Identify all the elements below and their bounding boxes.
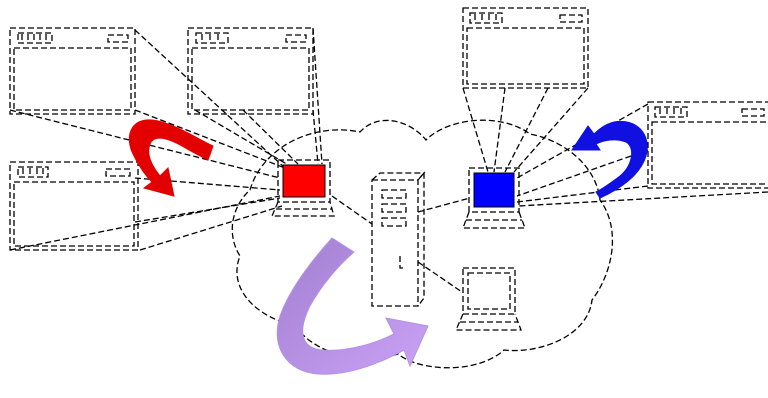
laptop-plain [455,267,522,331]
connection-lines-red [9,27,323,251]
laptop-blue [462,167,526,229]
window-top-right [462,7,589,89]
lan-links [331,195,471,293]
arrow-blue [571,120,648,199]
arrow-red [129,119,214,197]
window-top-left [9,27,136,115]
blue-screen [473,172,515,208]
server-tower [371,171,426,307]
red-screen [282,164,326,198]
window-right [647,101,768,189]
arrow-purple [276,237,429,375]
laptop-red [271,159,335,217]
window-top-middle [187,27,314,115]
window-bottom-left [9,161,139,251]
